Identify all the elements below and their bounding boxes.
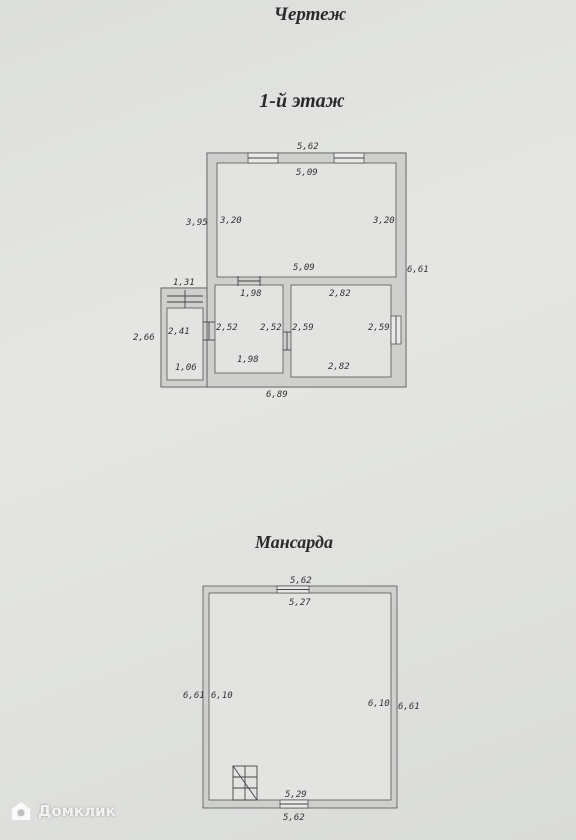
dim-top-outer: 5,62 [297, 142, 319, 152]
attic-staircase [232, 765, 258, 801]
watermark-text: Домклик [38, 802, 116, 820]
floor1-big-room [216, 162, 397, 278]
dim-right-room-bottom: 2,82 [328, 362, 350, 372]
dim-porch-bottom: 1,06 [175, 363, 197, 373]
dim-big-room-right: 3,20 [372, 216, 395, 226]
dim-right-room-top: 2,82 [329, 289, 351, 299]
floor1-porch-stairs [167, 290, 203, 308]
attic-title: Мансарда [255, 532, 333, 552]
house-logo-icon [11, 801, 31, 821]
dim-right-room-left: 2,59 [292, 323, 314, 333]
floor1-middle-room [214, 284, 284, 374]
dim-right-outer: 6,61 [407, 265, 429, 275]
floor1-door-porch [203, 321, 215, 341]
attic-dim-right-outer: 6,61 [398, 702, 420, 712]
attic-dim-top-inner: 5,27 [289, 598, 311, 608]
dim-mid-room-bottom: 1,98 [237, 355, 259, 365]
attic-plan: 5,62 5,27 6,61 6,10 6,10 6,61 5,29 5,62 [183, 576, 420, 823]
floor1-right-room [290, 284, 392, 378]
domclick-watermark: Домклик [10, 800, 116, 822]
dim-big-room-left: 3,20 [219, 216, 242, 226]
dim-big-room-top: 5,09 [296, 168, 318, 178]
dim-porch-left: 2,66 [133, 333, 155, 343]
dim-left-outer: 3,95 [185, 218, 208, 228]
dim-porch-top: 1,31 [173, 278, 195, 288]
attic-dim-left-inner: 6,10 [211, 691, 233, 701]
dim-mid-room-left: 2,52 [216, 323, 238, 333]
dim-porch-inner: 2,41 [168, 327, 190, 337]
attic-dim-top-outer: 5,62 [290, 576, 312, 586]
dim-bottom-outer: 6,89 [266, 390, 288, 400]
dim-mid-room-right: 2,52 [260, 323, 282, 333]
floor1-plan: 5,62 5,09 5,09 3,95 3,20 3,20 6,61 1,31 … [133, 142, 429, 400]
dim-mid-room-top: 1,98 [240, 289, 262, 299]
attic-dim-right-inner: 6,10 [368, 699, 390, 709]
attic-dim-bottom-inner: 5,29 [285, 790, 307, 800]
attic-room [208, 592, 392, 801]
attic-dim-left-outer: 6,61 [183, 691, 205, 701]
dim-big-room-bottom: 5,09 [293, 263, 315, 273]
document-title: Чертеж [273, 4, 347, 25]
floor1-title: 1-й этаж [259, 90, 345, 112]
floor1-door-right-room [283, 331, 291, 351]
dim-right-room-right: 2,59 [368, 323, 390, 333]
attic-dim-bottom-outer: 5,62 [283, 813, 305, 823]
floor1-door-big-room [237, 276, 261, 286]
